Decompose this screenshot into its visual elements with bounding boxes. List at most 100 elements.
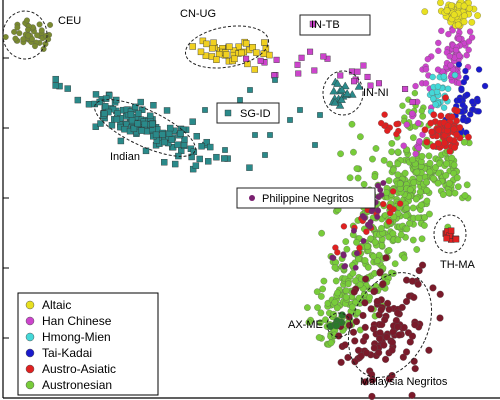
cn-ug-point: [210, 39, 217, 46]
philippine-negritos-point: [365, 221, 371, 228]
sg-id-point: [317, 112, 323, 118]
cn-ug-point: [249, 44, 256, 51]
austronesian-point: [371, 173, 379, 181]
th-ma-ellipse: [433, 214, 467, 254]
cn-ug-point: [223, 51, 230, 58]
th-ma-point: [443, 234, 450, 242]
malaysia-negritos-point: [383, 333, 391, 341]
ceu-point: [2, 34, 9, 40]
malaysia-negritos-point: [351, 337, 359, 345]
austronesian-point: [439, 191, 447, 198]
austro-asiatic-point: [435, 126, 443, 134]
austronesian-point: [423, 178, 430, 186]
austronesian-point: [313, 288, 321, 296]
austronesian-point: [318, 229, 325, 237]
in-tb-point: [354, 68, 361, 75]
philippine-negritos-point: [375, 207, 382, 214]
malaysia-negritos-point: [384, 299, 392, 307]
ceu-point: [25, 32, 32, 39]
austronesian-point: [389, 230, 397, 237]
austronesian-point: [348, 303, 356, 311]
austro-asiatic-point: [386, 203, 393, 211]
malaysia-negritos-point: [376, 335, 384, 343]
austronesian-point: [370, 253, 377, 260]
austronesian-point: [349, 269, 357, 277]
cn-ug-point: [251, 66, 258, 73]
austronesian-point: [460, 138, 468, 146]
in-ni-label: IN-NI: [363, 87, 389, 99]
malaysia-negritos-point: [382, 355, 390, 363]
malaysia-negritos-point: [335, 332, 343, 340]
austronesian-point: [374, 257, 381, 264]
ceu-label: CEU: [58, 15, 81, 27]
han-chinese-point: [468, 34, 476, 41]
austro-asiatic-point: [453, 107, 461, 115]
malaysia-negritos-point: [394, 323, 402, 331]
malaysia-negritos-point: [388, 338, 396, 346]
han-chinese-point: [447, 62, 454, 69]
legend-marker-han-chinese: [25, 316, 35, 326]
austronesian-point: [451, 189, 459, 197]
indian-point: [203, 138, 210, 146]
cn-ug-point: [215, 51, 223, 58]
hmong-mien-point: [440, 104, 448, 111]
malaysia-negritos-point: [418, 261, 427, 269]
han-chinese-point: [422, 80, 430, 87]
cn-ug-point: [238, 49, 245, 57]
tai-kadai-point: [462, 67, 469, 75]
cn-ug-point: [213, 56, 220, 63]
indian-point: [142, 147, 150, 155]
hmong-mien-point: [444, 85, 452, 92]
legend-box: [17, 292, 159, 396]
in-tb-point: [337, 72, 344, 79]
indian-point: [52, 82, 59, 89]
malaysia-negritos-point: [382, 254, 390, 262]
austronesian-point: [317, 293, 325, 300]
altaic-point: [460, 2, 468, 10]
sg-id-point: [247, 87, 253, 93]
malaysia-negritos-point: [411, 321, 419, 329]
austronesian-point: [331, 298, 339, 306]
in-ni-ellipse: [322, 70, 364, 116]
austronesian-point: [371, 238, 379, 246]
austronesian-point: [364, 243, 371, 250]
cn-ug-ellipse: [184, 25, 270, 69]
indian-point: [196, 155, 203, 163]
austronesian-point: [413, 168, 421, 176]
ceu-point: [32, 43, 38, 50]
malaysia-negritos-point: [344, 353, 352, 362]
cn-ug-point: [231, 55, 238, 63]
indian-point: [96, 98, 103, 106]
indian-point: [138, 127, 145, 134]
tai-kadai-point: [464, 91, 471, 98]
malaysia-negritos-point: [380, 341, 388, 349]
hmong-mien-point: [430, 95, 437, 102]
austronesian-point: [419, 112, 427, 120]
th-ma-label: TH-MA: [440, 259, 475, 271]
malaysia-negritos-label: Malaysia Negritos: [360, 376, 448, 388]
in-tb-point: [367, 82, 374, 89]
austro-asiatic-point: [393, 120, 400, 128]
malaysia-negritos-point: [351, 358, 359, 366]
austronesian-point: [327, 339, 335, 347]
hmong-mien-point: [432, 101, 439, 108]
austronesian-point: [401, 169, 409, 177]
ceu-point: [20, 36, 27, 43]
tai-kadai-point: [458, 85, 465, 92]
austronesian-point: [342, 287, 350, 295]
indian-point: [190, 148, 198, 155]
malaysia-negritos-point: [375, 349, 383, 357]
malaysia-negritos-point: [402, 348, 411, 356]
malaysia-negritos-point: [337, 358, 345, 366]
malaysia-negritos-point: [398, 303, 406, 311]
philippine-negritos-point: [380, 180, 387, 186]
malaysia-negritos-point: [341, 341, 349, 349]
in-ni-point: [330, 98, 340, 106]
malaysia-negritos-point: [411, 365, 419, 373]
th-ma-point: [447, 227, 455, 234]
austronesian-point: [343, 245, 351, 253]
austro-asiatic-point: [356, 244, 363, 252]
austronesian-point: [410, 179, 418, 186]
malaysia-negritos-point: [350, 288, 358, 296]
austronesian-point: [434, 179, 442, 187]
